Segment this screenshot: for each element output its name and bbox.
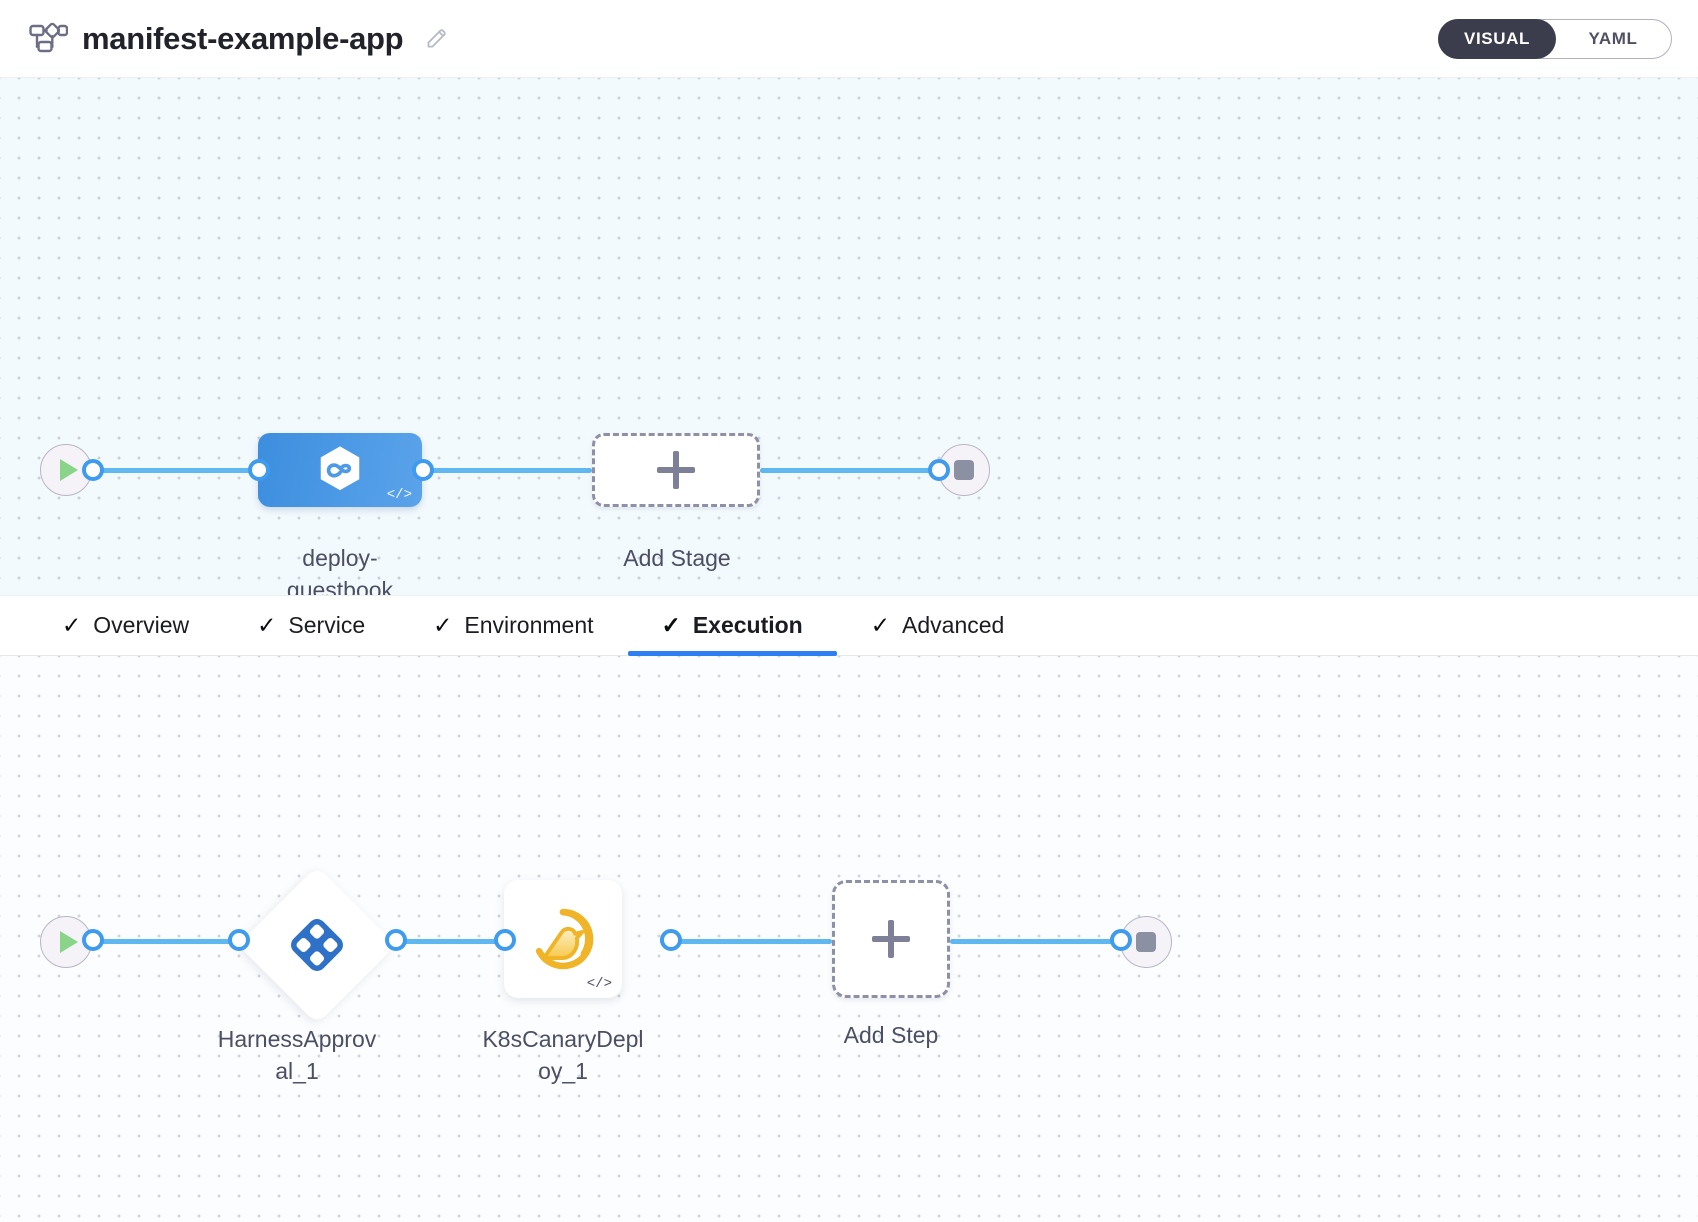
edge-canary-to-add (660, 939, 832, 944)
stop-icon (1136, 932, 1156, 952)
view-mode-toggle[interactable]: VISUAL YAML (1438, 18, 1672, 59)
port-approval-out[interactable] (385, 929, 407, 951)
add-step-button[interactable] (832, 880, 950, 998)
port-start-out[interactable] (82, 459, 104, 481)
port-exec-end-in[interactable] (1110, 929, 1132, 951)
port-approval-in[interactable] (228, 929, 250, 951)
check-icon: ✓ (870, 612, 891, 638)
plus-icon (872, 920, 910, 958)
edge-add-to-exec-end (950, 939, 1120, 944)
edge-stage-to-add (412, 468, 592, 473)
edge-approval-to-canary (385, 939, 515, 944)
stage-node-label: deploy- guestbook (286, 545, 394, 596)
port-end-in[interactable] (928, 459, 950, 481)
tab-environment[interactable]: ✓ Environment (399, 596, 627, 655)
pipeline-header: manifest-example-app VISUAL YAML (0, 0, 1698, 78)
page-title: manifest-example-app (82, 20, 404, 56)
edge-start-to-stage (72, 468, 267, 473)
tab-environment-label: Environment (464, 612, 594, 638)
port-stage-out[interactable] (412, 459, 434, 481)
harness-cd-hexagon-icon (320, 446, 360, 491)
tab-execution-label: Execution (692, 612, 803, 638)
check-icon: ✓ (257, 612, 277, 638)
check-icon: ✓ (433, 612, 453, 638)
canary-bird-icon (535, 908, 594, 970)
port-canary-in[interactable] (494, 929, 516, 951)
tab-overview-label: Overview (93, 612, 190, 638)
tab-service[interactable]: ✓ Service (223, 596, 399, 655)
play-icon (60, 459, 78, 481)
toggle-option-visual[interactable]: VISUAL (1438, 18, 1556, 59)
pipeline-identity: manifest-example-app (28, 21, 449, 57)
pipeline-end-node (938, 444, 990, 496)
pencil-edit-icon[interactable] (423, 26, 449, 52)
check-icon: ✓ (661, 612, 681, 638)
step-label-harness-approval: HarnessApprov al_1 (217, 1026, 377, 1084)
tab-service-label: Service (288, 612, 366, 638)
stage-yaml-badge: </> (386, 487, 412, 503)
stage-node-deploy-guestbook[interactable]: </> (258, 433, 422, 507)
add-step-label: Add Step (843, 1022, 939, 1048)
check-icon: ✓ (62, 612, 82, 638)
step-yaml-badge: </> (586, 976, 612, 992)
header-actions: VISUAL YAML (1438, 18, 1672, 59)
toggle-option-yaml[interactable]: YAML (1588, 28, 1638, 48)
tab-advanced[interactable]: ✓ Advanced (837, 596, 1039, 655)
port-exec-start-out[interactable] (82, 929, 104, 951)
stop-icon (954, 460, 974, 480)
step-label-k8s-canary-deploy: K8sCanaryDepl oy_1 (482, 1026, 644, 1084)
step-node-k8s-canary-deploy[interactable]: </> (504, 880, 622, 998)
tab-overview[interactable]: ✓ Overview (28, 596, 223, 655)
pipeline-flow-icon (28, 22, 69, 56)
port-stage-in[interactable] (248, 459, 270, 481)
add-stage-label: Add Stage (623, 545, 731, 571)
plus-icon (657, 451, 695, 489)
execution-graph-canvas[interactable]: HarnessApprov al_1 </> K8sCanaryDepl oy_… (0, 656, 1698, 1222)
tab-execution[interactable]: ✓ Execution (627, 596, 837, 656)
play-icon (60, 931, 78, 953)
tab-advanced-label: Advanced (902, 612, 1005, 638)
edge-exec-start-to-approval (72, 939, 237, 944)
stage-graph-canvas[interactable]: </> deploy- guestbook Add Stage (0, 78, 1698, 596)
edge-add-to-end (760, 468, 945, 473)
harness-approval-icon (286, 914, 348, 976)
add-stage-button[interactable] (592, 433, 760, 507)
port-canary-out[interactable] (660, 929, 682, 951)
stage-config-tabs: ✓ Overview ✓ Service ✓ Environment ✓ Exe… (0, 596, 1698, 656)
